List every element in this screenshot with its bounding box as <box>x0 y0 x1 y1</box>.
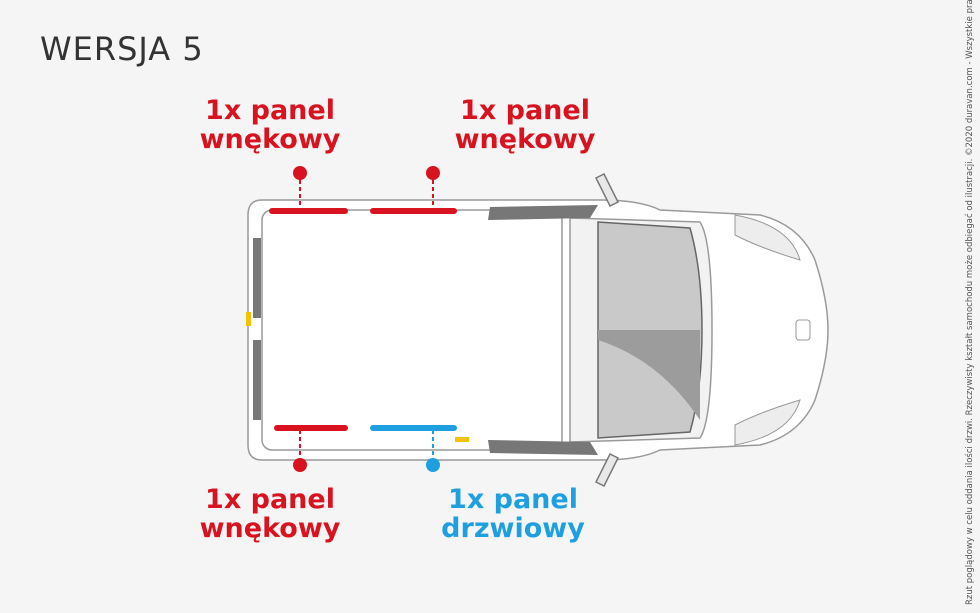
van-body <box>247 199 829 461</box>
rear-window-lower <box>253 340 261 420</box>
label-top-left-line2: wnękowy <box>199 124 341 155</box>
label-top-right-line1: 1x panel <box>460 95 590 126</box>
side-handle <box>455 437 469 442</box>
mirror-top <box>594 172 620 208</box>
panel-marker-top-right <box>370 166 457 214</box>
label-bottom-left-line1: 1x panel <box>205 484 335 515</box>
label-bottom-left: 1x panel wnękowy <box>160 485 380 543</box>
rear-handle <box>246 312 251 326</box>
label-top-right: 1x panel wnękowy <box>415 96 635 154</box>
label-top-right-line2: wnękowy <box>454 124 596 155</box>
label-bottom-right: 1x panel drzwiowy <box>403 485 623 543</box>
panel-marker-bottom-right <box>370 425 457 472</box>
label-top-left-line1: 1x panel <box>205 95 335 126</box>
side-window-top <box>488 205 598 220</box>
side-window-bottom <box>488 440 598 455</box>
panel-marker-top-left <box>269 166 348 214</box>
panel-marker-bottom-left <box>274 425 348 472</box>
rear-window-upper <box>253 238 261 318</box>
mirror-bottom <box>594 452 620 488</box>
label-top-left: 1x panel wnękowy <box>160 96 380 154</box>
label-bottom-right-line1: 1x panel <box>448 484 578 515</box>
label-bottom-right-line2: drzwiowy <box>441 513 585 544</box>
label-bottom-left-line2: wnękowy <box>199 513 341 544</box>
diagram-title: WERSJA 5 <box>40 30 204 68</box>
copyright-note: Rzut poglądowy w celu oddania ilości drz… <box>965 0 975 605</box>
